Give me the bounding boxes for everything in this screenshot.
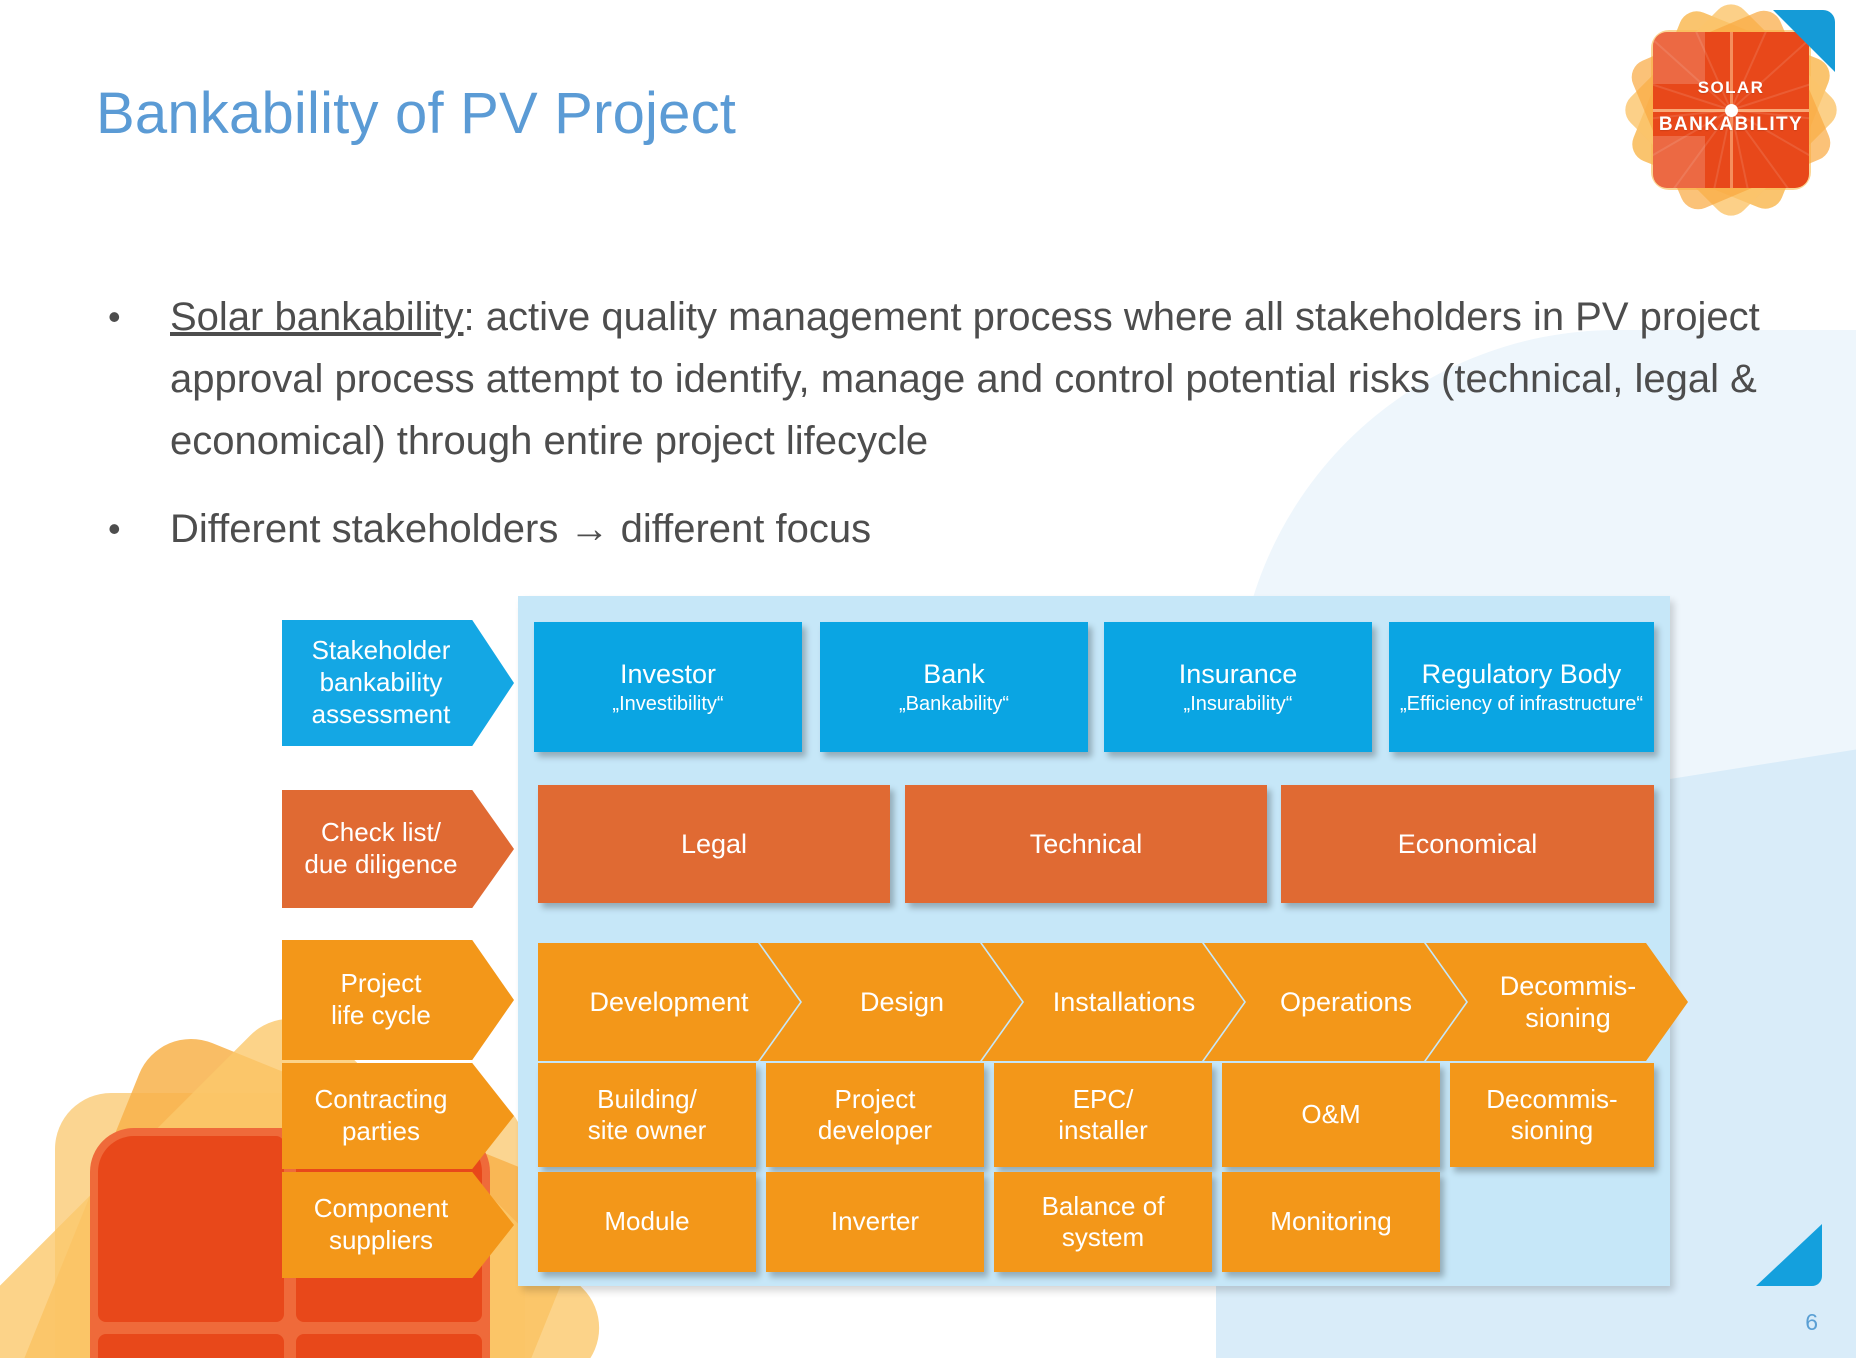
cell-economical[interactable]: Economical	[1281, 785, 1654, 903]
chevron-label: Installations	[1052, 986, 1196, 1017]
cell-module[interactable]: Module	[538, 1172, 756, 1272]
logo-core	[1653, 32, 1809, 188]
chevron-label: Operations	[1279, 986, 1413, 1017]
row-label-text: Check list/ due diligence	[304, 817, 458, 879]
chevron-installations[interactable]: Installations	[982, 943, 1244, 1061]
cell-epc-installer[interactable]: EPC/ installer	[994, 1063, 1212, 1167]
cell-om[interactable]: O&M	[1222, 1063, 1440, 1167]
cell-monitoring[interactable]: Monitoring	[1222, 1172, 1440, 1272]
bullet-text-1: Solar bankability: active quality manage…	[170, 286, 1804, 472]
cell-building-site-owner[interactable]: Building/ site owner	[538, 1063, 756, 1167]
bullet-marker: •	[108, 508, 121, 549]
cell-title: Monitoring	[1270, 1206, 1392, 1237]
cell-title: O&M	[1301, 1099, 1361, 1130]
cell-content: Bank „Bankability“	[899, 658, 1009, 716]
cell-inverter[interactable]: Inverter	[766, 1172, 984, 1272]
page-number: 6	[1805, 1309, 1818, 1335]
bullet-item-1: • Solar bankability: active quality mana…	[104, 286, 1804, 472]
cell-content: Regulatory Body „Efficiency of infrastru…	[1400, 658, 1643, 715]
cell-title: Insurance	[1178, 658, 1298, 689]
row-label-text: Stakeholder bankability assessment	[311, 635, 451, 729]
row-label-component-suppliers[interactable]: Component suppliers	[282, 1172, 514, 1278]
cell-title: Balance of system	[1041, 1190, 1165, 1252]
cell-subtitle: „Bankability“	[898, 693, 1010, 716]
solar-bankability-logo: SOLAR BANKABILITY	[1617, 0, 1845, 224]
cell-title: Economical	[1397, 828, 1538, 859]
cell-title: Project developer	[817, 1083, 933, 1145]
cell-content: Investor „Investibility“	[612, 658, 723, 716]
row-label-text: Contracting parties	[314, 1084, 448, 1146]
cell-title: Bank	[923, 658, 985, 689]
chevron-label: Design	[859, 986, 945, 1017]
cell-investor[interactable]: Investor „Investibility“	[534, 622, 802, 752]
page-title: Bankability of PV Project	[96, 81, 737, 146]
cell-title: Investor	[619, 658, 717, 689]
cell-project-developer[interactable]: Project developer	[766, 1063, 984, 1167]
chevron-operations[interactable]: Operations	[1204, 943, 1466, 1061]
cell-title: Inverter	[830, 1206, 920, 1237]
cell-balance-of-system[interactable]: Balance of system	[994, 1172, 1212, 1272]
cell-title: Decommis- sioning	[1486, 1083, 1618, 1145]
chevron-decommissioning[interactable]: Decommis- sioning	[1426, 943, 1688, 1061]
cell-title: EPC/ installer	[1058, 1083, 1148, 1145]
cell-insurance[interactable]: Insurance „Insurability“	[1104, 622, 1372, 752]
chevron-label: Development	[589, 986, 749, 1017]
chevron-development[interactable]: Development	[538, 943, 800, 1061]
row-label-stakeholder-assessment[interactable]: Stakeholder bankability assessment	[282, 620, 514, 746]
bullet-list: • Solar bankability: active quality mana…	[104, 286, 1804, 586]
logo-text-bankability: BANKABILITY	[1658, 114, 1804, 135]
cell-title: Regulatory Body	[1421, 659, 1622, 690]
chevron-label: Decommis- sioning	[1499, 970, 1637, 1033]
cell-subtitle: „Investibility“	[612, 693, 724, 716]
cell-subtitle: „Efficiency of infrastructure“	[1399, 692, 1644, 715]
row-label-check-list[interactable]: Check list/ due diligence	[282, 790, 514, 908]
bullet-marker: •	[108, 296, 121, 337]
logo-text-solar: SOLAR	[1697, 78, 1765, 97]
cell-legal[interactable]: Legal	[538, 785, 890, 903]
bullet-body: : active quality management process wher…	[170, 295, 1760, 463]
cell-regulatory-body[interactable]: Regulatory Body „Efficiency of infrastru…	[1389, 622, 1654, 752]
cell-title: Building/ site owner	[587, 1083, 707, 1145]
row-label-text: Project life cycle	[331, 968, 431, 1030]
cell-bank[interactable]: Bank „Bankability“	[820, 622, 1088, 752]
bullet-text-2: Different stakeholders → different focus	[170, 507, 872, 551]
cell-technical[interactable]: Technical	[905, 785, 1267, 903]
cell-subtitle: „Insurability“	[1183, 693, 1293, 716]
bullet-emphasis: Solar bankability	[170, 295, 464, 339]
cell-title: Module	[604, 1206, 690, 1237]
cell-title: Technical	[1029, 828, 1143, 859]
cell-decommissioning-contracting[interactable]: Decommis- sioning	[1450, 1063, 1654, 1167]
row-label-contracting-parties[interactable]: Contracting parties	[282, 1063, 514, 1169]
chevron-design[interactable]: Design	[760, 943, 1022, 1061]
cell-title: Legal	[680, 828, 748, 859]
row-label-text: Component suppliers	[313, 1193, 449, 1255]
cell-content: Insurance „Insurability“	[1179, 658, 1298, 716]
row-label-project-life-cycle[interactable]: Project life cycle	[282, 940, 514, 1060]
bullet-item-2: • Different stakeholders → different foc…	[104, 498, 1804, 560]
